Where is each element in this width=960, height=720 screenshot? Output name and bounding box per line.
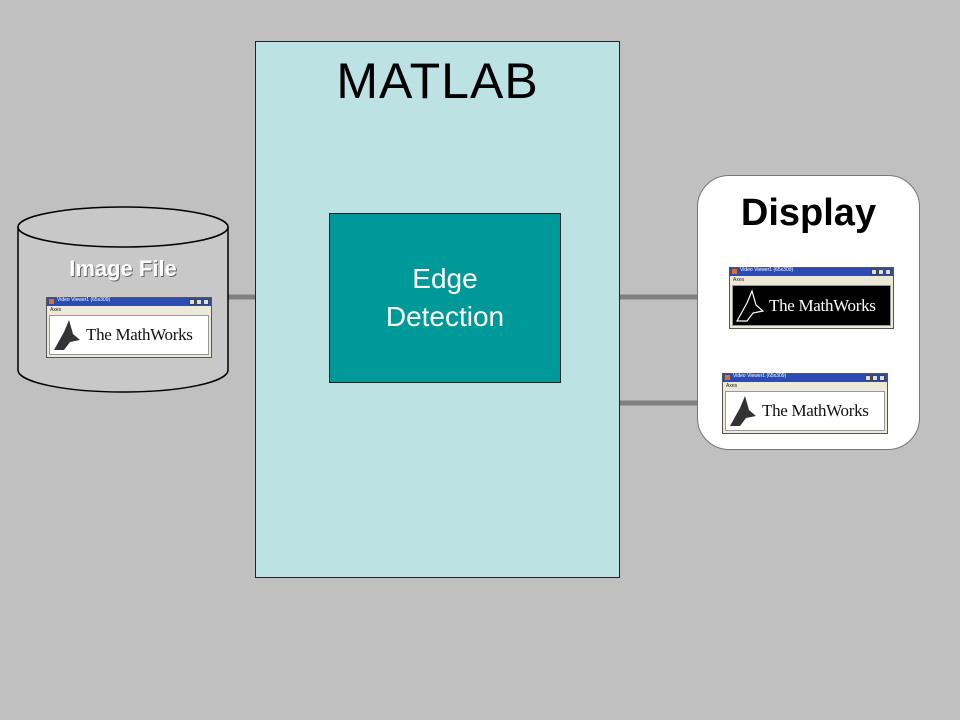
matlab-logo-icon [49,299,54,304]
input-video-viewer: Video Viewer1 (65x309) Axes The MathWork… [46,297,212,358]
membrane-logo-icon [54,320,80,350]
viewer-titlebar: Video Viewer1 (65x309) [730,267,893,276]
edge-detection-label: Edge Detection [385,263,505,332]
matlab-logo-icon [732,269,737,274]
image-file-label: Image File [69,256,177,281]
membrane-logo-icon [735,288,765,322]
viewer-titlebar: Video Viewer1 (65x309) [723,373,887,382]
viewer-image: The MathWorks [49,315,209,355]
close-icon [885,269,891,275]
maximize-icon [196,299,202,305]
matlab-title: MATLAB [336,53,539,109]
viewer-menu: Axes [50,307,62,313]
close-icon [203,299,209,305]
viewer-menu: Axes [726,383,738,389]
display-title: Display [740,192,877,234]
viewer-image: The MathWorks [725,391,885,431]
viewer-window-title: Video Viewer1 (65x309) [740,267,794,273]
maximize-icon [878,269,884,275]
viewer-window-title: Video Viewer1 (65x309) [733,373,787,379]
viewer-window-title: Video Viewer1 (65x309) [57,297,111,303]
viewer-logo-text: The MathWorks [769,295,876,315]
viewer-logo-text: The MathWorks [762,401,869,420]
viewer-menu: Axes [733,277,745,283]
matlab-logo-icon [725,375,730,380]
minimize-icon [865,375,871,381]
maximize-icon [872,375,878,381]
minimize-icon [871,269,877,275]
viewer-logo-text: The MathWorks [86,325,193,344]
viewer-image: The MathWorks [732,285,891,326]
membrane-logo-icon [730,396,756,426]
viewer-titlebar: Video Viewer1 (65x309) [47,297,211,306]
original-output-video-viewer: Video Viewer1 (65x309) Axes The MathWork… [722,373,888,434]
edge-detection-block: Edge Detection [329,213,561,383]
close-icon [879,375,885,381]
edge-output-video-viewer: Video Viewer1 (65x309) Axes The MathWork… [729,267,894,329]
minimize-icon [189,299,195,305]
